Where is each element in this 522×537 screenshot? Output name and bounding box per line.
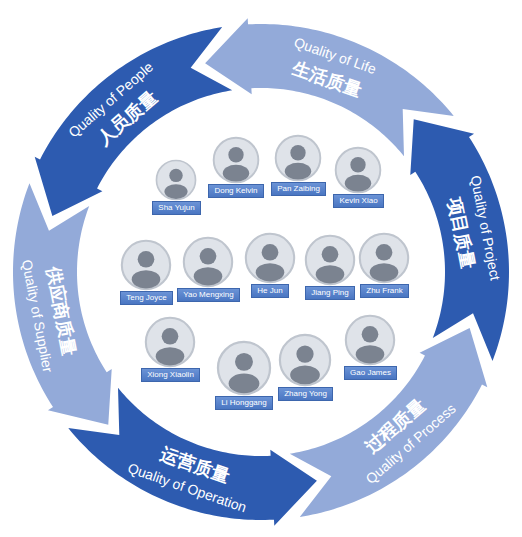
person-name: Zhang Yong — [283, 389, 328, 399]
arrow-shape — [35, 27, 233, 216]
name-tag: Yao Mengxing — [177, 288, 240, 302]
portrait-photo — [306, 236, 354, 284]
name-tag: Pan Zaibing — [271, 182, 326, 196]
portrait-photo — [360, 234, 408, 282]
name-tag: Jiang Ping — [305, 286, 355, 300]
arrow-segment: Quality of Supplier供应商质量 — [12, 182, 113, 426]
person-name: Teng Joyce — [125, 293, 168, 303]
person-name: Gao James — [349, 368, 392, 378]
portrait-photo — [122, 241, 170, 289]
arrow-shape — [410, 119, 509, 361]
person-name: Li Honggang — [220, 398, 268, 408]
person-name: Dong Kelvin — [213, 186, 259, 196]
arrow-segment: Quality of People人员质量 — [33, 26, 234, 218]
portrait-photo — [246, 234, 294, 282]
person-name: Zhu Frank — [365, 286, 404, 296]
portrait-photo — [276, 136, 321, 181]
arrow-shape — [13, 183, 112, 425]
person-name: Kevin Xiao — [338, 196, 379, 206]
arrow-segment: Quality of Process过程质量 — [288, 326, 489, 518]
portrait-photo — [336, 148, 381, 193]
name-tag: He Jun — [251, 284, 289, 298]
name-tag: Li Honggang — [215, 396, 273, 410]
person-name: Jiang Ping — [310, 288, 350, 298]
name-tag: Teng Joyce — [120, 291, 173, 305]
name-tag: Xiong Xiaolin — [141, 368, 200, 382]
arrow-shape — [290, 328, 488, 517]
arrow-segment: Quality of Project项目质量 — [409, 118, 510, 362]
person-name: Xiong Xiaolin — [146, 370, 195, 380]
name-tag: Zhang Yong — [278, 387, 333, 401]
person-name: Sha Yujun — [157, 203, 196, 213]
portrait-photo — [156, 160, 195, 199]
name-tag: Gao James — [344, 366, 397, 380]
portrait-photo — [146, 318, 194, 366]
portrait-photo — [218, 342, 270, 394]
name-tag: Dong Kelvin — [208, 184, 264, 198]
portrait-photo — [280, 335, 330, 385]
name-tag: Sha Yujun — [152, 201, 201, 215]
portrait-photo — [214, 138, 259, 183]
person-name: He Jun — [256, 286, 284, 296]
portrait-photo — [346, 316, 394, 364]
person-name: Pan Zaibing — [276, 184, 321, 194]
name-tag: Kevin Xiao — [333, 194, 384, 208]
portrait-photo — [184, 238, 232, 286]
person-name: Yao Mengxing — [182, 290, 235, 300]
name-tag: Zhu Frank — [360, 284, 409, 298]
